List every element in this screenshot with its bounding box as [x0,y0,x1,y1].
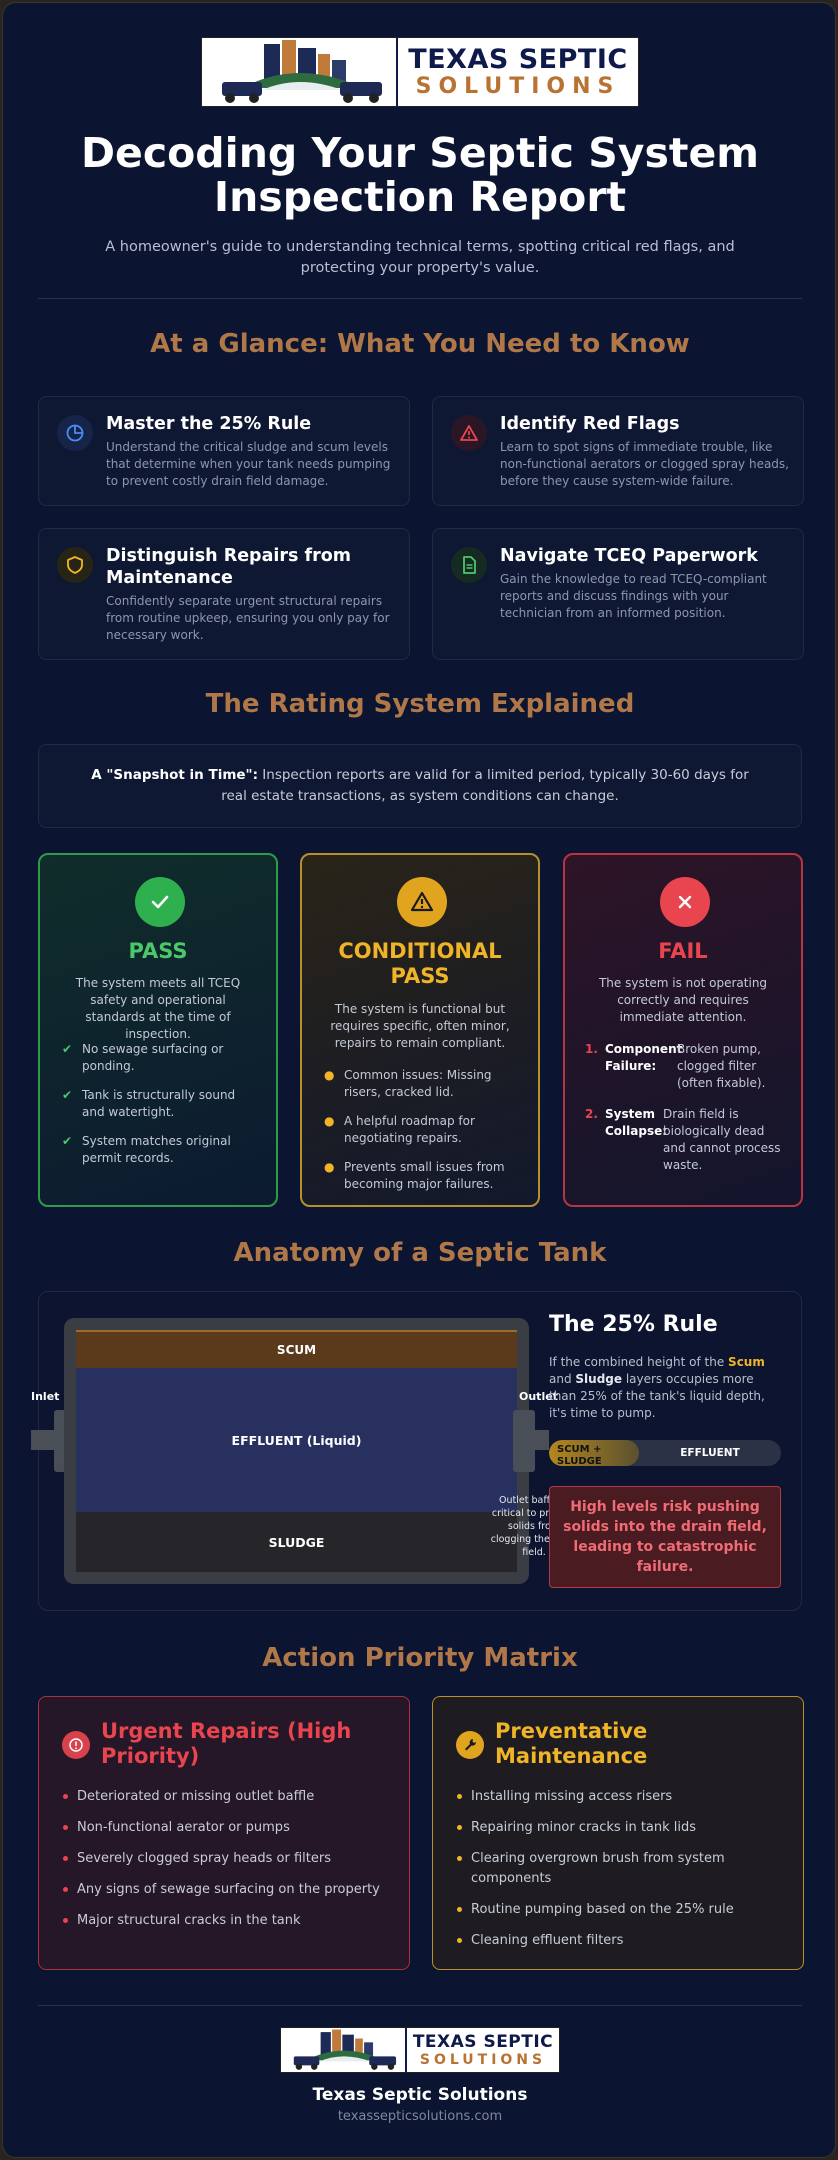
outlet-label: Outlet [519,1390,558,1403]
pie-chart-icon [57,415,93,451]
list-item: Major structural cracks in the tank [63,1911,389,1931]
priority-section-title: Action Priority Matrix [262,1643,578,1673]
header-logo: TEXAS SEPTIC SOLUTIONS [201,37,639,107]
rating-desc: The system meets all TCEQ safety and ope… [75,976,241,1041]
document-icon [451,547,487,583]
rating-card-fail: FAIL The system is not operating correct… [563,853,803,1207]
bar-rest-effluent: EFFLUENT [680,1447,740,1459]
list-item: Repairing minor cracks in tank lids [457,1818,783,1838]
glance-card-desc: Learn to spot signs of immediate trouble… [500,440,789,488]
page-subtitle: A homeowner's guide to understanding tec… [105,239,735,276]
glance-card-desc: Gain the knowledge to read TCEQ-complian… [500,572,767,620]
rating-desc: The system is functional but requires sp… [330,1002,510,1050]
baffle-note: Outlet baffle is critical to prevent sol… [490,1495,578,1558]
list-item: Cleaning effluent filters [457,1931,783,1951]
urgent-title: Urgent Repairs (High Priority) [101,1719,352,1768]
logo-illustration [202,38,396,106]
list-item: Deteriorated or missing outlet baffle [63,1787,389,1807]
inlet-label: Inlet [31,1390,60,1403]
list-item: ●Common issues: Missing risers, cracked … [324,1068,492,1099]
footer-website-link[interactable]: texassepticsolutions.com [337,2109,503,2124]
glance-card-title: Navigate TCEQ Paperwork [500,546,758,566]
rating-desc: The system is not operating correctly an… [598,976,768,1024]
fail-list: 1. Component Failure: Broken pump, clogg… [585,1041,785,1174]
wrench-icon [456,1731,484,1759]
rating-label: PASS [128,939,188,963]
conditional-list: ●Common issues: Missing risers, cracked … [324,1067,522,1205]
preventative-list: Installing missing access risers Repairi… [457,1787,783,1962]
list-item: ✔System matches original permit records. [62,1134,231,1165]
list-item: Routine pumping based on the 25% rule [457,1900,783,1920]
glance-card-25-rule: Master the 25% Rule Understand the criti… [38,396,410,506]
rating-label: FAIL [658,939,708,963]
footer-company-name: Texas Septic Solutions [312,2085,528,2105]
anatomy-panel: Inlet SCUM EFFLUENT (Liquid) SLUDGE Outl… [31,1291,802,1611]
logo-illustration [281,2028,405,2072]
glance-card-desc: Confidently separate urgent structural r… [106,594,390,642]
footer-divider [38,2005,802,2006]
scum-layer: SCUM [76,1330,517,1368]
urgent-repairs-card: Urgent Repairs (High Priority) Deteriora… [38,1696,410,1970]
rule-desc: If the combined height of the Scum and S… [549,1355,765,1420]
preventative-title: Preventative Maintenance [495,1719,648,1768]
list-item: Non-functional aerator or pumps [63,1818,389,1838]
list-item: 2. System Collapse: Drain field is biolo… [585,1107,781,1172]
checkmark-icon [135,877,185,927]
pass-list: ✔No sewage surfacing or ponding. ✔Tank i… [62,1041,260,1179]
glance-section-title: At a Glance: What You Need to Know [150,329,690,359]
bar-fill-scum-sludge: SCUM + SLUDGE [549,1440,639,1466]
close-icon [660,877,710,927]
logo-text-main: TEXAS SEPTIC [408,44,628,75]
glance-card-tceq: Navigate TCEQ Paperwork Gain the knowled… [432,528,804,660]
list-item: Any signs of sewage surfacing on the pro… [63,1880,389,1900]
glance-card-red-flags: Identify Red Flags Learn to spot signs o… [432,396,804,506]
rating-section-title: The Rating System Explained [205,689,635,719]
outlet-pipe [529,1430,549,1450]
list-item: Installing missing access risers [457,1787,783,1807]
list-item: Clearing overgrown brush from system com… [457,1849,783,1889]
effluent-layer: EFFLUENT (Liquid) [76,1368,517,1512]
drain-field-warning: High levels risk pushing solids into the… [549,1486,781,1588]
logo-text-sub: SOLUTIONS [415,74,621,99]
glance-card-desc: Understand the critical sludge and scum … [106,440,391,488]
preventative-maintenance-card: Preventative Maintenance Installing miss… [432,1696,804,1970]
footer-logo: TEXAS SEPTIC SOLUTIONS [280,2027,560,2073]
shield-icon [57,547,93,583]
glance-card-repairs: Distinguish Repairs from Maintenance Con… [38,528,410,660]
urgent-list: Deteriorated or missing outlet baffle No… [63,1787,389,1942]
list-item: ✔No sewage surfacing or ponding. [62,1042,224,1073]
logo-text-main: TEXAS SEPTIC [412,2031,554,2052]
glance-card-title: Distinguish Repairs from Maintenance [106,546,352,588]
list-item: 1. Component Failure: Broken pump, clogg… [585,1042,766,1090]
septic-tank-diagram: SCUM EFFLUENT (Liquid) SLUDGE [64,1318,529,1584]
warning-triangle-icon [397,877,447,927]
logo-text-sub: SOLUTIONS [419,2051,547,2068]
sludge-layer: SLUDGE [76,1512,517,1572]
list-item: ✔Tank is structurally sound and watertig… [62,1088,236,1119]
list-item: ●A helpful roadmap for negotiating repai… [324,1114,475,1145]
warning-triangle-icon [451,415,487,451]
rule-title: The 25% Rule [549,1312,718,1337]
alert-circle-icon [62,1731,90,1759]
list-item: Severely clogged spray heads or filters [63,1849,389,1869]
rating-card-pass: PASS The system meets all TCEQ safety an… [38,853,278,1207]
snapshot-note: A "Snapshot in Time": Inspection reports… [38,744,802,828]
divider [38,298,802,299]
list-item: ●Prevents small issues from becoming maj… [324,1160,505,1191]
anatomy-section-title: Anatomy of a Septic Tank [233,1238,607,1268]
glance-card-title: Master the 25% Rule [106,414,312,434]
inlet-pipe [31,1430,61,1450]
outlet-baffle [513,1410,535,1472]
glance-card-title: Identify Red Flags [500,414,680,434]
rule-progress-bar: SCUM + SLUDGE EFFLUENT [549,1440,781,1466]
